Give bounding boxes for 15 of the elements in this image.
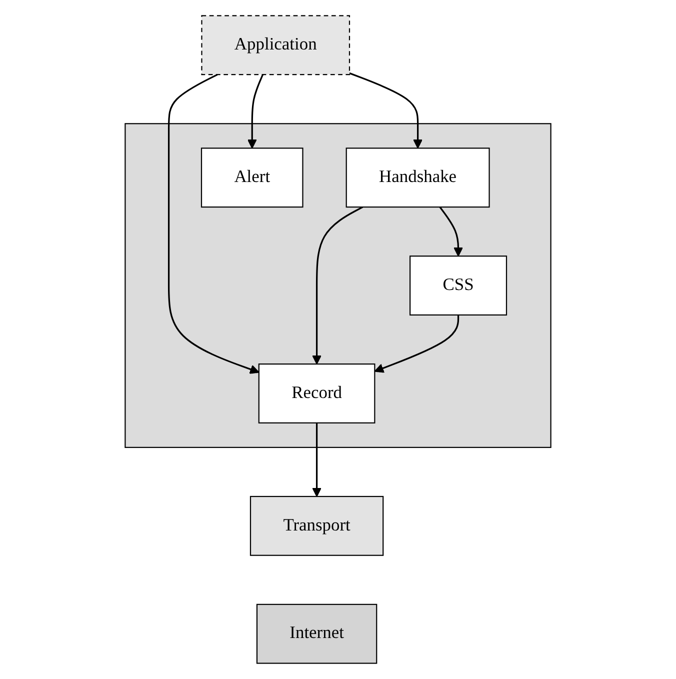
node-box: Internet [256, 604, 378, 664]
arrow [312, 422, 322, 497]
node-box: Record [258, 363, 376, 424]
arrow [439, 206, 464, 257]
node-box: Handshake [346, 148, 490, 208]
cluster [124, 123, 552, 448]
node-box: Alert [200, 148, 304, 208]
node-box: CSS [410, 256, 508, 316]
arrow [349, 72, 423, 149]
arrow [312, 206, 364, 364]
node-box: Transport [250, 496, 384, 556]
node-box: Application [201, 15, 350, 76]
arrow [374, 314, 460, 373]
arrow [247, 74, 264, 149]
arrow [168, 74, 260, 374]
